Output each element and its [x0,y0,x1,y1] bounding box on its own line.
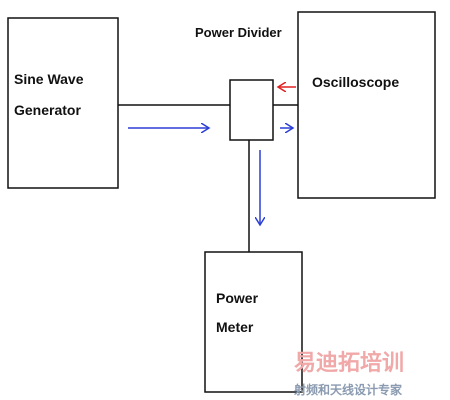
watermark-tagline: 射频和天线设计专家 [293,382,403,397]
power-meter-label-line1: Power [216,290,259,306]
power-divider-box [229,79,274,141]
sine-wave-generator-label-line2: Generator [14,102,81,118]
power-meter-block: Power Meter [204,251,303,393]
power-meter-label-line2: Meter [216,319,254,335]
sine-wave-generator-block: Sine Wave Generator [7,17,119,189]
oscilloscope-label: Oscilloscope [312,74,399,90]
oscilloscope-block: Oscilloscope [297,11,436,199]
watermark: 易迪拓培训 射频和天线设计专家 [293,350,404,397]
sine-wave-generator-label-line1: Sine Wave [14,71,84,87]
watermark-brand: 易迪拓培训 [294,350,404,376]
power-divider-title: Power Divider [195,25,282,40]
